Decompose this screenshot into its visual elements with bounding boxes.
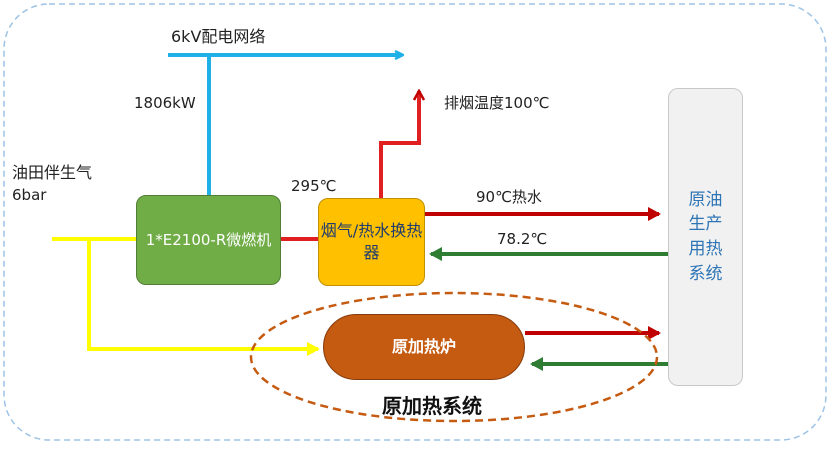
heating-system-title: 原加热系统 — [382, 394, 482, 418]
micro-turbine-box: 1*E2100-R微燃机 — [136, 195, 281, 285]
grid-label: 6kV配电网络 — [171, 27, 266, 46]
exhaust-out-label: 排烟温度100℃ — [444, 94, 550, 112]
gas-source-label: 油田伴生气 — [12, 163, 93, 182]
gas-to-heater-arrow — [87, 239, 320, 356]
power-label: 1806kW — [134, 94, 196, 112]
exhaust-in-temp-label: 295℃ — [291, 177, 337, 195]
heat-exchanger-box: 烟气/热水换热器 — [318, 198, 425, 286]
exhaust-out-arrow — [379, 91, 419, 198]
oil-heating-system-box: 原油生产用热系统 — [668, 88, 743, 386]
original-heater-box: 原加热炉 — [323, 314, 525, 380]
gas-pressure-label: 6bar — [12, 186, 47, 204]
outer-frame — [3, 3, 827, 441]
hot-water-label: 90℃热水 — [476, 188, 542, 206]
heating-system-ellipse — [249, 291, 659, 423]
return-water-label: 78.2℃ — [497, 230, 548, 248]
